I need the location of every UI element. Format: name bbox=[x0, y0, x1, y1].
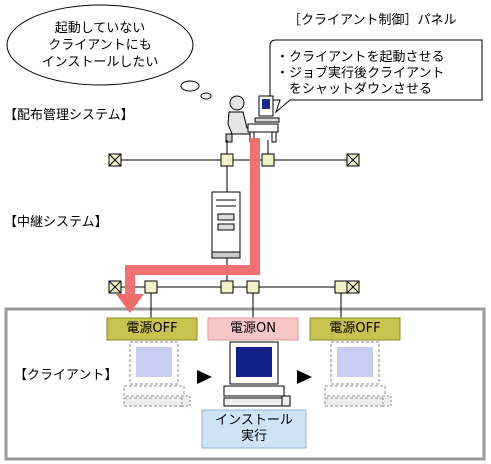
sequence-arrow-icon bbox=[297, 370, 312, 384]
network-node bbox=[220, 153, 234, 167]
install-line: インストール bbox=[215, 413, 293, 428]
thought-line: インストールしたい bbox=[41, 55, 159, 70]
sequence-arrow-icon bbox=[197, 370, 212, 384]
client-pc-off-left bbox=[123, 341, 191, 407]
power-on-text: 電源ON bbox=[230, 321, 276, 336]
route-arrow bbox=[116, 138, 260, 313]
client-pc-off-right bbox=[324, 341, 392, 407]
network-node bbox=[220, 280, 234, 294]
power-off-right-text: 電源OFF bbox=[329, 321, 381, 336]
network-node bbox=[334, 280, 348, 294]
panel-bubble bbox=[269, 39, 483, 114]
network-node bbox=[261, 153, 275, 167]
panel-items: ・クライアントを起動させる ・ジョブ実行後クライアント をシャットダウンさせる bbox=[276, 50, 444, 98]
panel-item: ・クライアントを起動させる bbox=[276, 50, 445, 65]
panel-title: ［クライアント制御］パネル bbox=[288, 13, 457, 28]
install-text: インストール 実行 bbox=[202, 413, 306, 445]
terminator-upper-left bbox=[108, 153, 122, 167]
relay-server-icon bbox=[211, 191, 241, 259]
relay-system-label: 【中継システム】 bbox=[4, 215, 108, 230]
network-node bbox=[246, 280, 260, 294]
thought-bubble-text: 起動していない クライアントにも インストールしたい bbox=[22, 20, 178, 71]
upper-network bbox=[108, 140, 360, 192]
lower-network bbox=[108, 258, 360, 318]
install-line: 実行 bbox=[240, 429, 267, 444]
thought-bubble bbox=[6, 4, 212, 100]
install-box bbox=[201, 409, 307, 449]
client-label: 【クライアント】 bbox=[14, 368, 118, 383]
thought-line: クライアントにも bbox=[48, 38, 152, 53]
power-off-box-right bbox=[309, 317, 401, 341]
power-off-box-left bbox=[106, 317, 198, 341]
network-node bbox=[144, 280, 158, 294]
terminator-lower-left bbox=[108, 280, 122, 294]
client-pc-on bbox=[223, 341, 291, 407]
panel-item: ・ジョブ実行後クライアント bbox=[276, 66, 445, 81]
admin-pc-icon bbox=[247, 95, 280, 143]
panel-item: をシャットダウンさせる bbox=[276, 82, 433, 97]
terminator-upper-right bbox=[346, 153, 360, 167]
terminator-lower-right bbox=[346, 280, 360, 294]
distribution-system-label: 【配布管理システム】 bbox=[4, 108, 134, 123]
operator-icon bbox=[225, 95, 253, 143]
client-area-frame bbox=[4, 307, 486, 461]
power-off-left-text: 電源OFF bbox=[126, 321, 178, 336]
power-on-box bbox=[207, 317, 299, 341]
thought-line: 起動していない bbox=[54, 21, 146, 36]
